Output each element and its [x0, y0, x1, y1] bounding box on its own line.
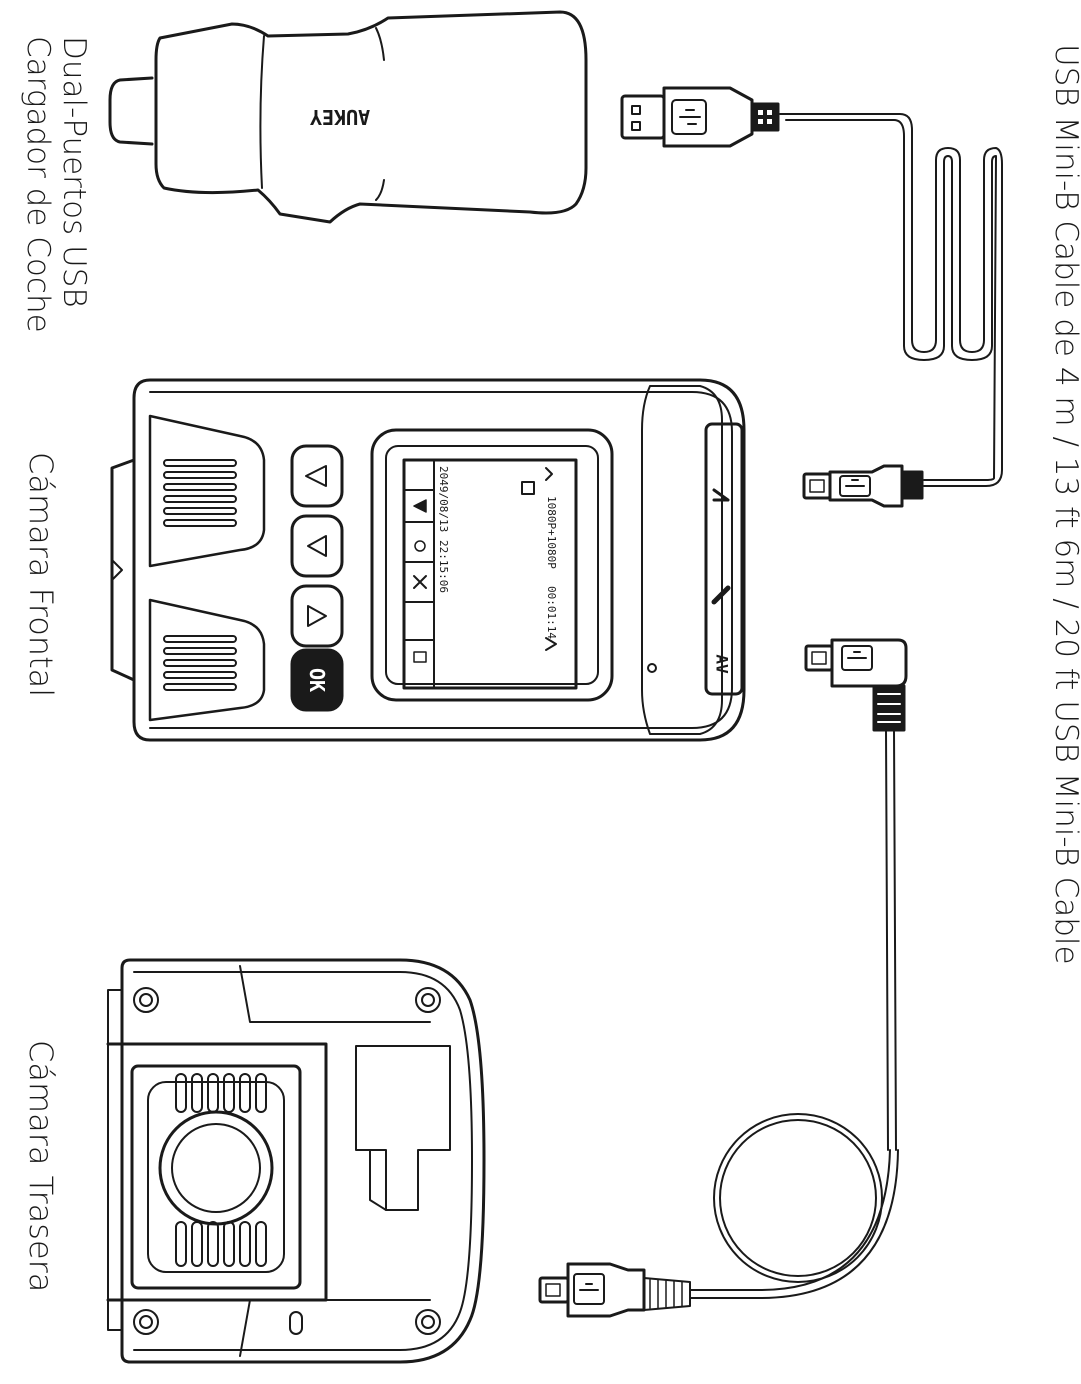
- rear-plug-body: [566, 1262, 646, 1318]
- rear-camera-cable: [538, 638, 908, 1318]
- strain-relief: [643, 1277, 691, 1311]
- up-button[interactable]: [290, 514, 344, 578]
- top-vent-slots: [175, 1073, 267, 1113]
- warning-button[interactable]: [290, 444, 344, 508]
- front-camera: OK 1080P+1080P 00:01:14 2049/08/13 22:15…: [110, 378, 746, 742]
- mini-b-plug-tip: [802, 472, 832, 500]
- screen-date: 2049/08/13: [437, 466, 450, 532]
- ok-button[interactable]: [290, 648, 344, 712]
- usb-a-plug-body: [662, 86, 754, 148]
- down-button[interactable]: [290, 584, 344, 648]
- screen-resolution: 1080P+1080P: [545, 496, 558, 569]
- mount-nub: [110, 458, 136, 682]
- lens-housing: [106, 1042, 328, 1302]
- screw-top-left: [133, 987, 159, 1013]
- rec-icon: [521, 481, 535, 495]
- charger-tip: [108, 76, 154, 146]
- mute-icon: [413, 651, 427, 663]
- mini-b-plug-body: [828, 464, 904, 508]
- charger-brand: AUKEY: [310, 105, 370, 129]
- bottom-vent-slots: [175, 1221, 267, 1267]
- warning-small-icon: [413, 499, 427, 513]
- av-port-label: AV: [713, 654, 732, 674]
- screw-bottom-left: [133, 1309, 159, 1335]
- cross-icon: [413, 575, 427, 589]
- screen: [402, 458, 578, 690]
- mic-icon: [711, 585, 731, 605]
- led-indicator: [647, 663, 657, 673]
- power-cable: [620, 86, 1003, 508]
- rear-indicator: [289, 1311, 303, 1335]
- side-port-panel: [641, 385, 723, 735]
- rear-camera-body: [120, 958, 486, 1364]
- up-arrow-icon: [307, 535, 327, 557]
- mount-tab: [355, 1045, 451, 1211]
- down-arrow-icon: [307, 605, 327, 627]
- charger-body: [154, 10, 588, 224]
- rear-plug-tip: [538, 1276, 570, 1304]
- screen-bezel: [370, 428, 614, 702]
- top-grill-slots: [163, 459, 237, 527]
- right-angle-plug-tip: [804, 644, 834, 672]
- rear-lens: [158, 1110, 274, 1226]
- cable-loop: [719, 1119, 877, 1277]
- warning-icon: [305, 465, 327, 487]
- rear-camera: [106, 958, 486, 1364]
- battery-icon: [545, 637, 557, 651]
- screen-time: 22:15:06: [437, 540, 450, 593]
- lock-icon: [414, 540, 426, 552]
- top-grill-frame: [148, 414, 266, 568]
- screen-elapsed: 00:01:14: [545, 586, 558, 639]
- usb-port-icon: [712, 488, 730, 502]
- screw-top-right: [415, 987, 441, 1013]
- usb-symbol-icon: [671, 99, 707, 135]
- charger-side-groove: [259, 35, 265, 189]
- car-charger: AUKEY: [108, 10, 588, 224]
- ok-button-label: OK: [305, 668, 329, 692]
- bottom-grill-slots: [163, 635, 237, 691]
- cable-coil: [779, 113, 1003, 487]
- screw-bottom-right: [415, 1309, 441, 1335]
- usb-a-plug-tip: [620, 94, 666, 140]
- gps-icon: [545, 467, 553, 481]
- front-camera-body: [132, 378, 746, 742]
- bottom-grill-frame: [148, 598, 266, 722]
